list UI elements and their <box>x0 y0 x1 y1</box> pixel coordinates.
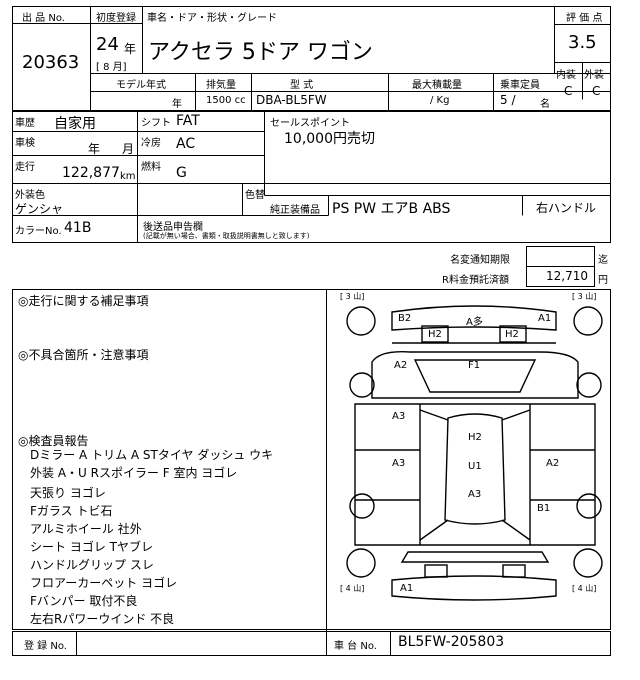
standard-equip: PS PW エアB ABS <box>332 201 451 217</box>
score: 3.5 <box>568 32 597 53</box>
mark-roof-a3: A3 <box>468 489 482 500</box>
type-label: 型 式 <box>290 80 314 91</box>
capacity-unit: 名 <box>540 99 550 110</box>
capacity-label: 乗車定員 <box>500 80 540 91</box>
recycle-label: R料金預託済額 <box>442 275 509 286</box>
car-name-label: 車名・ドア・形状・グレード <box>147 13 277 24</box>
post-delivery-note: (記載が無い場合、書類・取扱説明書無しと致します) <box>143 232 310 240</box>
remark-line: 左右Rパワーウインド 不良 <box>30 612 175 626</box>
mark-front-door-left: A3 <box>392 458 406 469</box>
mileage-label: 走行 <box>15 162 35 173</box>
exterior-grade: C <box>592 84 601 98</box>
mark-rear-h2-left: H2 <box>428 329 442 340</box>
mark-rear-door-left: A2 <box>394 360 408 371</box>
mark-roof-u1: U1 <box>468 461 482 472</box>
color-no: 41B <box>64 220 92 236</box>
remark-line: アルミホイール 社外 <box>30 522 142 536</box>
car-diagram <box>346 305 603 601</box>
shift: FAT <box>176 113 200 129</box>
color-no-label: カラーNo. <box>15 226 62 237</box>
interior-grade: C <box>564 84 573 98</box>
ac-label: 冷房 <box>141 138 161 149</box>
lot-no-label: 出 品 No. <box>22 13 65 24</box>
registration-label: 登 録 No. <box>24 641 67 652</box>
mark-quarter-left: A3 <box>392 411 406 422</box>
color-change-label: 色替 <box>245 190 265 201</box>
fuel-label: 燃料 <box>141 162 161 173</box>
remark-line: Fガラス トビ石 <box>30 504 113 518</box>
recycle-unit: 円 <box>598 275 608 286</box>
history-label: 車歴 <box>15 118 35 129</box>
remark-line: 外装 A・U Rスポイラー F 室内 ヨゴレ <box>30 466 238 480</box>
displacement-label: 排気量 <box>206 80 236 91</box>
inspection-year: 年 <box>88 142 101 156</box>
inspector-title: ◎検査員報告 <box>18 434 89 448</box>
remark-line: 天張り ヨゴレ <box>30 486 106 500</box>
tire-top-right: [ 3 山] <box>572 292 597 301</box>
name-change-unit: 迄 <box>598 255 608 266</box>
model-year-label: モデル年式 <box>116 80 166 91</box>
load-unit: / Kg <box>430 95 450 106</box>
inspection-label: 車検 <box>15 138 35 149</box>
recycle-value: 12,710 <box>546 269 588 283</box>
shift-label: シフト <box>141 118 171 129</box>
mark-fender-right: B1 <box>537 503 551 514</box>
fuel: G <box>176 165 187 181</box>
score-label: 評 価 点 <box>566 13 603 24</box>
ext-color-label: 外装色 <box>15 190 45 201</box>
post-delivery-label: 後送品申告欄 <box>143 222 203 233</box>
displacement: 1500 cc <box>206 95 246 106</box>
defects-title: ◎不具合箇所・注意事項 <box>18 348 149 362</box>
model-year-unit: 年 <box>172 99 182 110</box>
first-reg-month: [ 8 月] <box>96 62 127 73</box>
name-change-label: 名変通知期限 <box>450 255 510 266</box>
remark-line: フロアーカーペット ヨゴレ <box>30 576 178 590</box>
max-load-label: 最大積載量 <box>412 80 462 91</box>
first-reg-year: 24 <box>96 34 119 55</box>
chassis-no: BL5FW-205803 <box>398 634 505 650</box>
car-name: アクセラ 5ドア ワゴン <box>148 40 373 65</box>
mark-front-door-right: A2 <box>546 458 560 469</box>
mark-rear-a1: A1 <box>538 313 552 324</box>
lot-no: 20363 <box>22 52 80 73</box>
sales-point-label: セールスポイント <box>270 118 350 129</box>
remark-line: Fバンパー 取付不良 <box>30 594 138 608</box>
sales-point: 10,000円売切 <box>284 131 375 147</box>
tire-bottom-right: [ 4 山] <box>572 584 597 593</box>
ac: AC <box>176 136 196 152</box>
mileage-unit: km <box>120 171 136 182</box>
mark-front-a1: A1 <box>400 583 414 594</box>
mark-rear-door-center: F1 <box>468 360 481 371</box>
remark-line: Dミラー A トリム A STタイヤ ダッシュ ウキ <box>30 448 274 462</box>
inspection-month: 月 <box>122 142 135 156</box>
driving-title: ◎走行に関する補足事項 <box>18 294 149 308</box>
tire-top-left: [ 3 山] <box>340 292 365 301</box>
remark-line: シート ヨゴレ Tヤブレ <box>30 540 153 554</box>
chassis-label: 車 台 No. <box>334 641 377 652</box>
mark-rear-b2: B2 <box>398 313 412 324</box>
mark-roof-h2: H2 <box>468 432 482 443</box>
first-reg-label: 初度登録 <box>96 13 136 24</box>
interior-label: 内装 <box>556 70 576 81</box>
year-unit: 年 <box>124 42 137 56</box>
remark-line: ハンドルグリップ スレ <box>30 558 154 572</box>
mark-rear-h2-right: H2 <box>505 329 519 340</box>
steering: 右ハンドル <box>536 201 597 215</box>
tire-bottom-left: [ 4 山] <box>340 584 365 593</box>
model-type: DBA-BL5FW <box>256 93 327 107</box>
history: 自家用 <box>54 116 96 132</box>
exterior-label: 外装 <box>584 70 604 81</box>
ext-color: ゲンシャ <box>15 202 64 216</box>
capacity: 5 / <box>500 93 516 107</box>
mileage: 122,877 <box>62 165 120 181</box>
mark-rear-a-ta: A多 <box>466 317 483 328</box>
standard-equip-label: 純正装備品 <box>270 205 320 216</box>
